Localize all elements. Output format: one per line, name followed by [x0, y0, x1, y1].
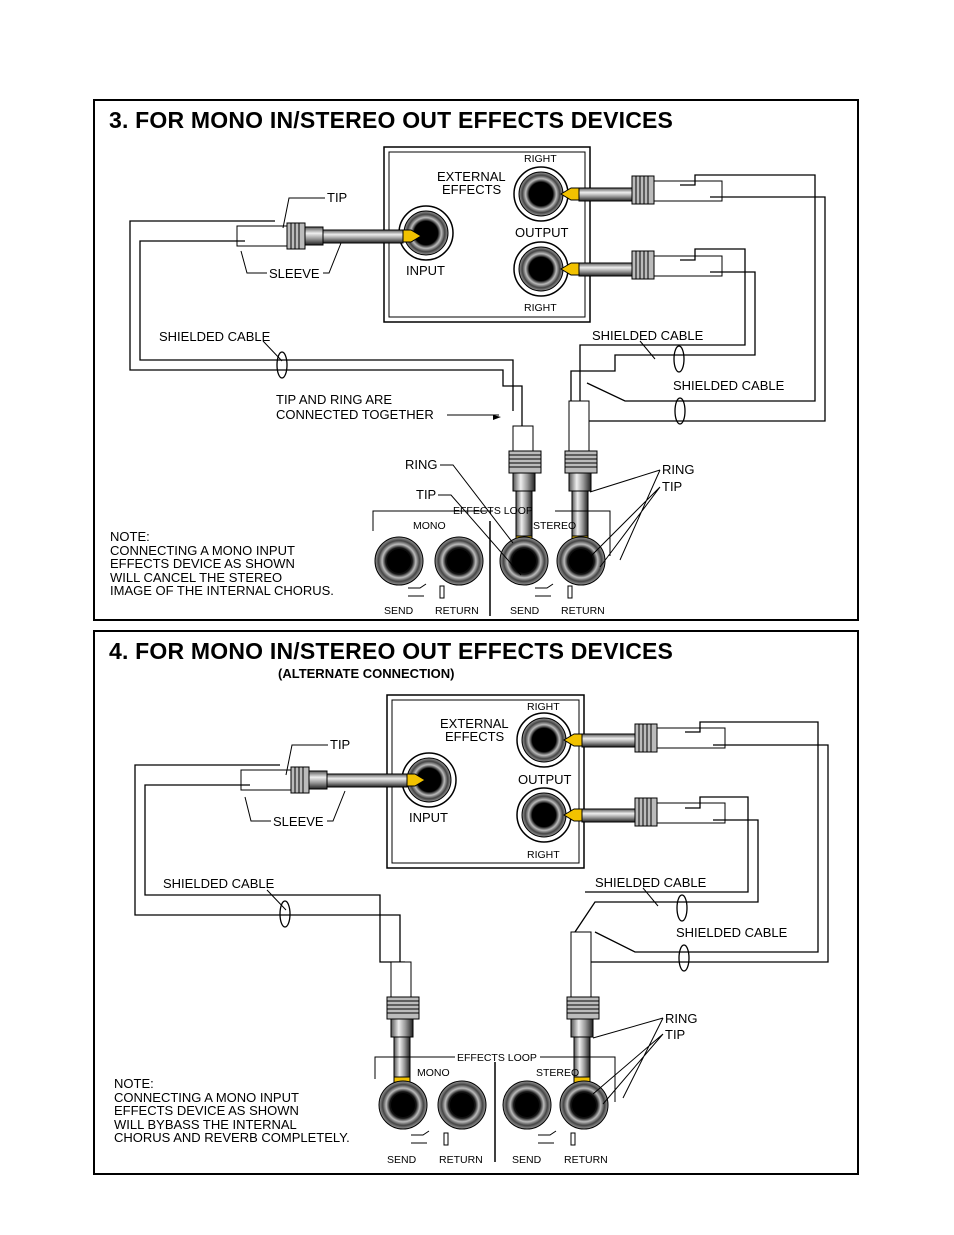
panel-title: 4. FOR MONO IN/STEREO OUT EFFECTS DEVICE… — [109, 638, 674, 664]
tip-ring-note: TIP AND RING ARE — [276, 392, 392, 407]
send-label: SEND — [512, 1154, 542, 1166]
input-jack — [401, 752, 457, 808]
effects-loop-section — [372, 510, 611, 616]
shielded-cable-right-2 — [590, 721, 829, 963]
effects-loop-label: EFFECTS LOOP — [457, 1052, 537, 1064]
svg-text:EFFECTS DEVICE AS SHOWN: EFFECTS DEVICE AS SHOWN — [114, 1103, 299, 1118]
shielded-cable-label: SHIELDED CABLE — [592, 328, 704, 343]
tip-ring-note: CONNECTED TOGETHER — [276, 407, 434, 422]
output-plug-top — [563, 723, 726, 753]
shielded-cable-right-1 — [570, 248, 756, 441]
output-jack-right-bottom — [516, 787, 572, 843]
tip-label: TIP — [665, 1027, 685, 1042]
right-output-label: RIGHT — [527, 701, 560, 713]
shielded-cable-label: SHIELDED CABLE — [676, 925, 788, 940]
svg-text:EFFECTS DEVICE AS SHOWN: EFFECTS DEVICE AS SHOWN — [110, 556, 295, 571]
note-text: NOTE: CONNECTING A MONO INPUT EFFECTS DE… — [110, 529, 334, 598]
return-label: RETURN — [564, 1154, 608, 1166]
svg-text:WILL CANCEL THE STEREO: WILL CANCEL THE STEREO — [110, 570, 282, 585]
mono-label: MONO — [417, 1067, 450, 1079]
input-jack — [398, 205, 454, 261]
input-plug — [240, 766, 426, 794]
send-label: SEND — [510, 605, 540, 617]
shielded-cable-label: SHIELDED CABLE — [673, 378, 785, 393]
right-output-label: RIGHT — [527, 849, 560, 861]
external-effects-label: EFFECTS — [445, 729, 505, 744]
external-effects-label: EXTERNAL — [440, 716, 509, 731]
svg-text:NOTE:: NOTE: — [110, 529, 150, 544]
shielded-cable-label: SHIELDED CABLE — [163, 876, 275, 891]
right-output-label: RIGHT — [524, 302, 557, 314]
diagram-panel-mono-in-stereo-out: 3. FOR MONO IN/STEREO OUT EFFECTS DEVICE… — [93, 99, 859, 621]
mono-label: MONO — [413, 520, 446, 532]
callout-lines — [240, 197, 661, 576]
right-output-label: RIGHT — [524, 153, 557, 165]
svg-text:CHORUS AND REVERB COMPLETELY.: CHORUS AND REVERB COMPLETELY. — [114, 1130, 350, 1145]
sleeve-label: SLEEVE — [273, 814, 324, 829]
input-plug — [236, 222, 422, 250]
output-jack-right-top — [513, 166, 569, 222]
return-label: RETURN — [439, 1154, 483, 1166]
shielded-cable-left — [129, 220, 523, 431]
wiring-diagram: EXTERNAL EFFECTS RIGHT OUTPUT RIGHT INPU… — [110, 146, 826, 617]
input-label: INPUT — [406, 263, 445, 278]
svg-text:IMAGE OF THE INTERNAL CHORUS.: IMAGE OF THE INTERNAL CHORUS. — [110, 583, 334, 598]
return-label: RETURN — [561, 605, 605, 617]
sleeve-label: SLEEVE — [269, 266, 320, 281]
input-label: INPUT — [409, 810, 448, 825]
callout-lines — [244, 744, 664, 1105]
effects-loop-label: EFFECTS LOOP — [453, 505, 533, 517]
shielded-cable-label: SHIELDED CABLE — [159, 329, 271, 344]
shielded-cable-label: SHIELDED CABLE — [595, 875, 707, 890]
external-effects-label: EFFECTS — [442, 182, 502, 197]
output-plug-top — [560, 175, 723, 205]
output-plug-bottom — [563, 797, 726, 827]
output-jack-right-bottom — [513, 241, 569, 297]
output-label: OUTPUT — [515, 225, 569, 240]
diagram-panel-alternate-connection: 4. FOR MONO IN/STEREO OUT EFFECTS DEVICE… — [93, 630, 859, 1175]
output-jack-right-top — [516, 712, 572, 768]
tip-label: TIP — [330, 737, 350, 752]
tip-label: TIP — [662, 479, 682, 494]
svg-text:NOTE:: NOTE: — [114, 1076, 154, 1091]
wiring-diagram: EXTERNAL EFFECTS RIGHT OUTPUT RIGHT INPU… — [114, 694, 829, 1166]
return-label: RETURN — [435, 605, 479, 617]
shielded-cable-left — [134, 764, 405, 992]
effects-loop-plug-stereo — [564, 400, 598, 557]
svg-text:CONNECTING A MONO INPUT: CONNECTING A MONO INPUT — [110, 543, 295, 558]
note-text: NOTE: CONNECTING A MONO INPUT EFFECTS DE… — [114, 1076, 350, 1145]
ring-label: RING — [662, 462, 695, 477]
shielded-cable-right-2 — [586, 174, 826, 422]
stereo-label: STEREO — [533, 520, 576, 532]
ring-label: RING — [665, 1011, 698, 1026]
svg-text:WILL BYBASS THE INTERNAL: WILL BYBASS THE INTERNAL — [114, 1117, 297, 1132]
stereo-label: STEREO — [536, 1067, 579, 1079]
external-effects-label: EXTERNAL — [437, 169, 506, 184]
effects-loop-section — [374, 1056, 616, 1162]
tip-label: TIP — [327, 190, 347, 205]
svg-text:CONNECTING A MONO INPUT: CONNECTING A MONO INPUT — [114, 1090, 299, 1105]
output-plug-bottom — [560, 250, 723, 280]
panel-title: 3. FOR MONO IN/STEREO OUT EFFECTS DEVICE… — [109, 107, 674, 133]
effects-loop-plug-mono — [386, 961, 420, 1098]
tip-label: TIP — [416, 487, 436, 502]
panel-subtitle: (ALTERNATE CONNECTION) — [278, 666, 455, 681]
effects-loop-plug-mono — [508, 425, 542, 557]
send-label: SEND — [387, 1154, 417, 1166]
ring-label: RING — [405, 457, 438, 472]
output-label: OUTPUT — [518, 772, 572, 787]
send-label: SEND — [384, 605, 414, 617]
